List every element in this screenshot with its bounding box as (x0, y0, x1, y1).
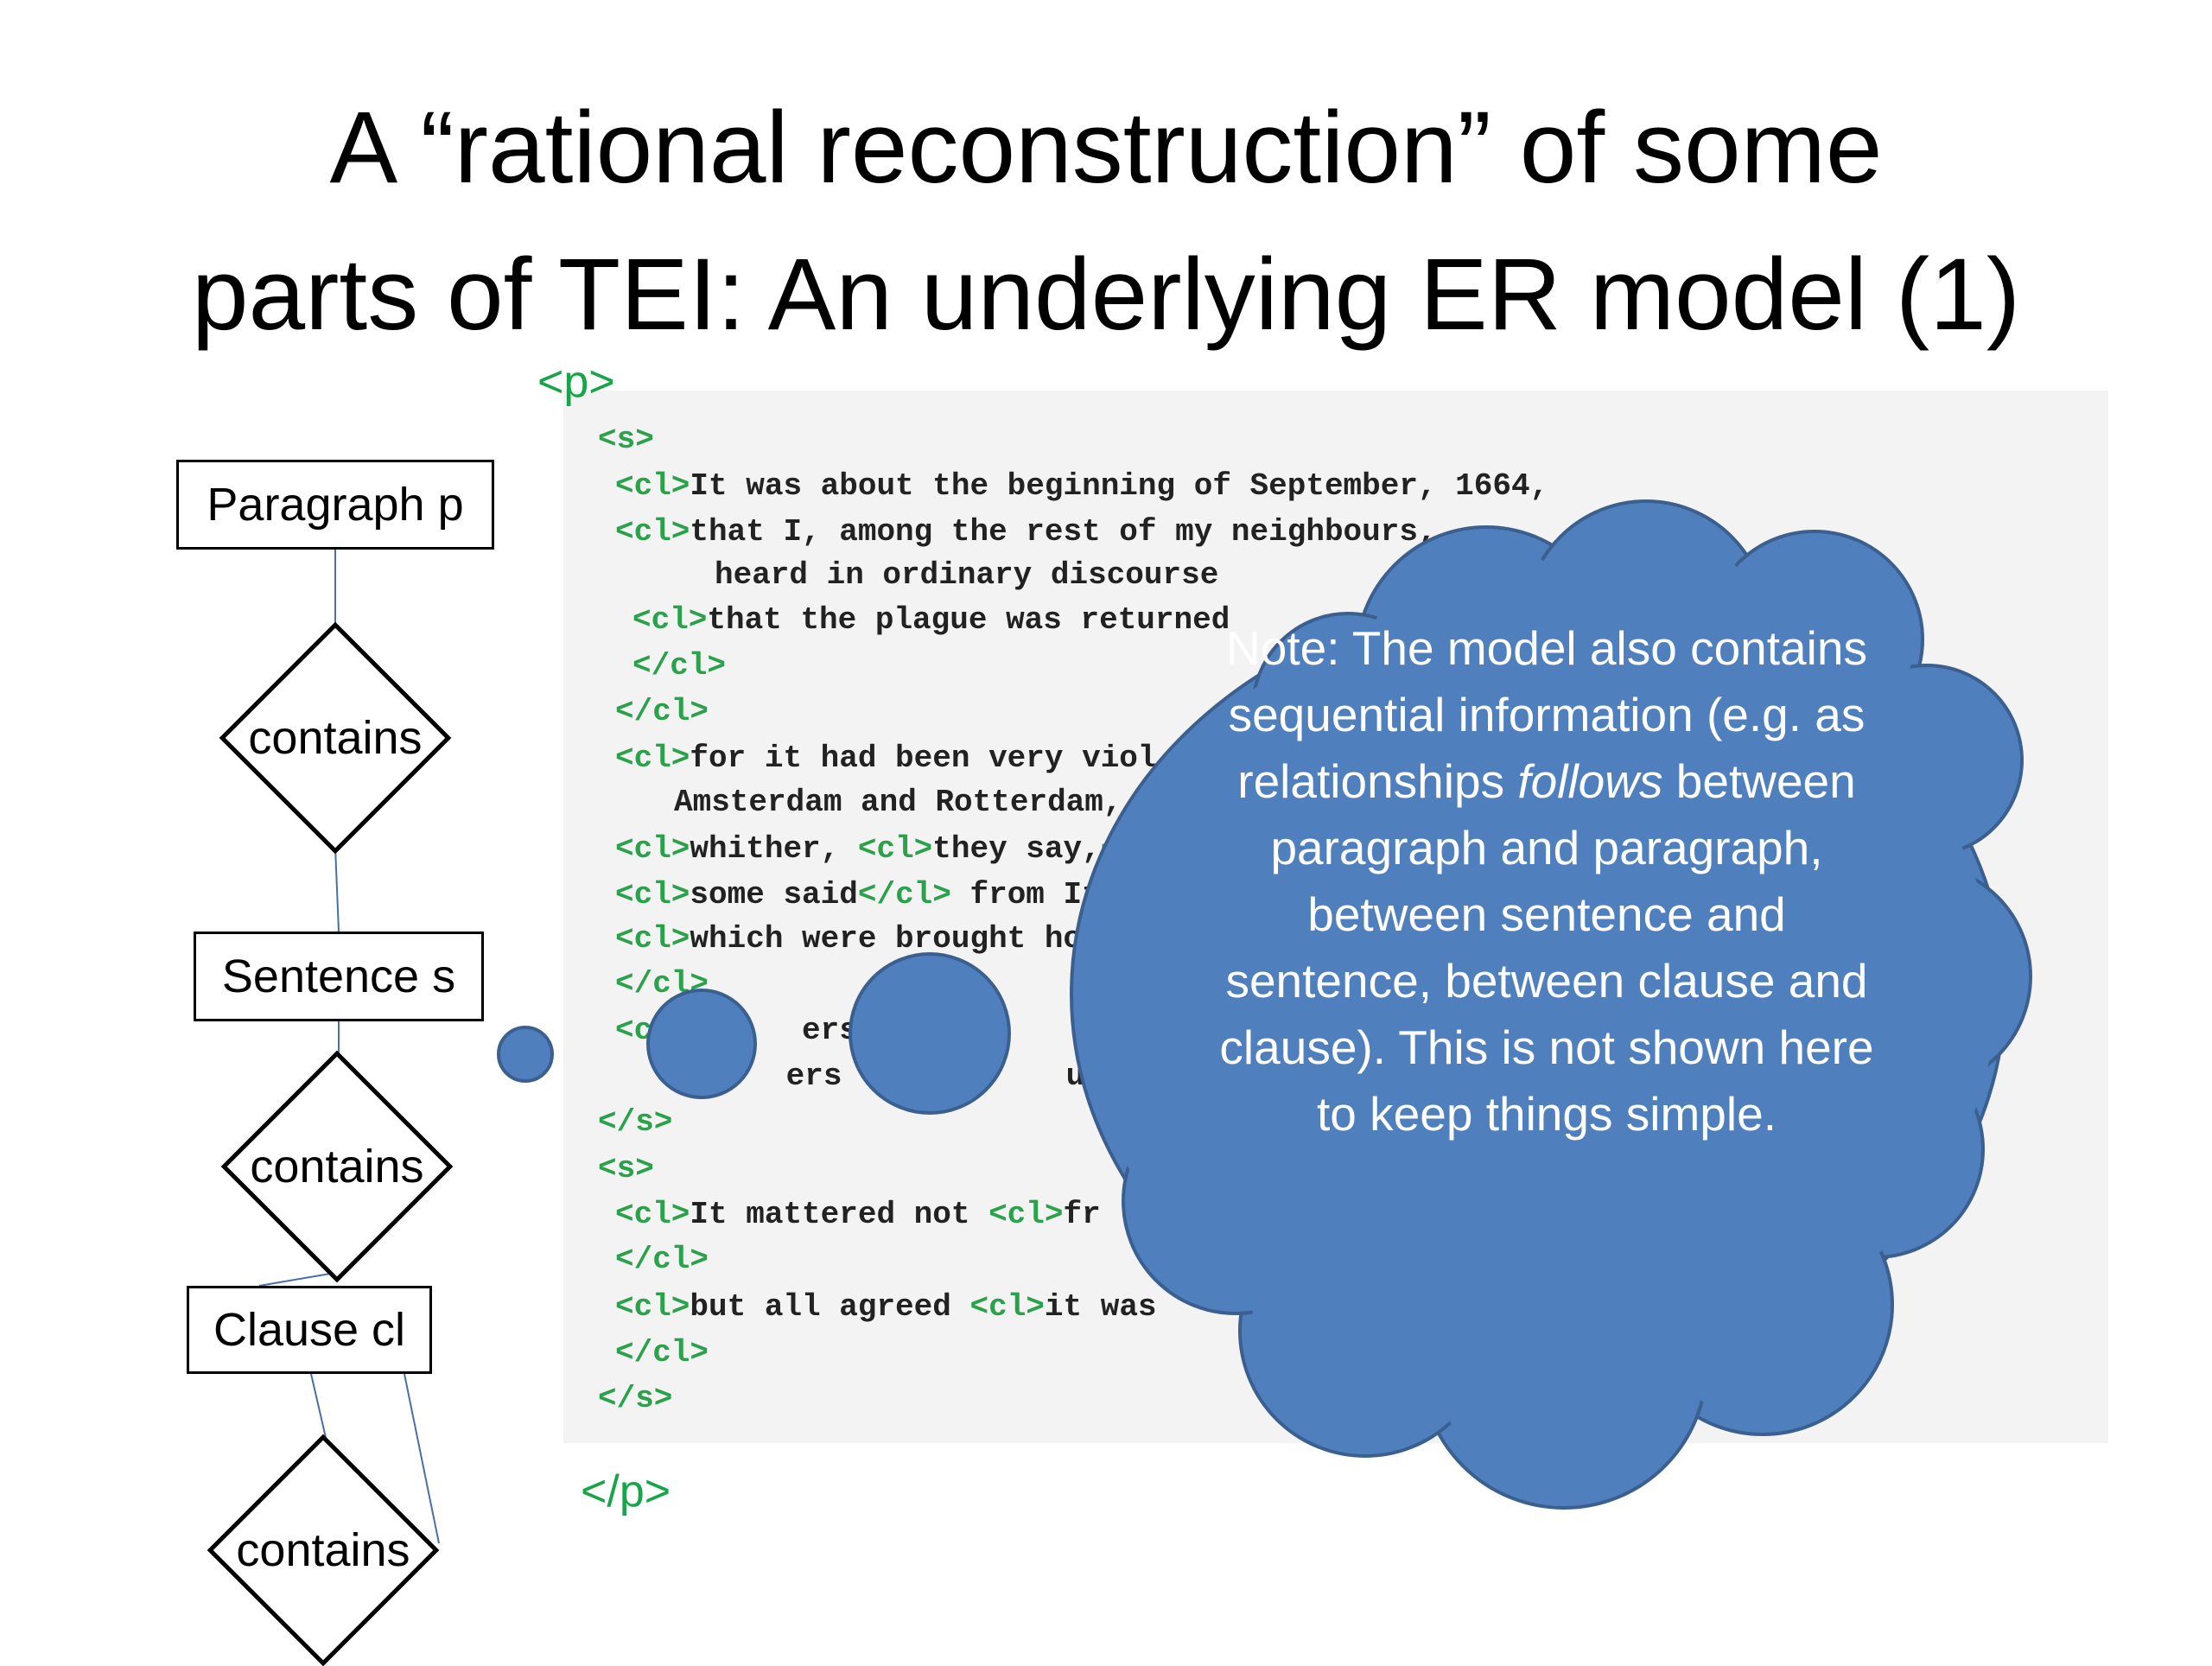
code-text: fr (1063, 1197, 1101, 1232)
code-tag: </s> (598, 1381, 673, 1416)
note-text-part-2: between paragraph and paragraph, between… (1219, 754, 1874, 1141)
relationship-contains-3-label: contains (236, 1524, 410, 1576)
code-line: <cl>It was about the beginning of Septem… (615, 468, 1548, 504)
code-line: </s> (598, 1104, 672, 1140)
code-text: It was about the beginning of September,… (690, 468, 1549, 504)
note-text-follows: follows (1517, 754, 1663, 808)
code-line: </cl> (632, 648, 726, 684)
code-line: <cl>that the plague was returned (632, 602, 1230, 638)
code-tag: <cl> (969, 1289, 1045, 1325)
cloud-bubbles (497, 952, 1011, 1115)
code-text: it was (1044, 1289, 1157, 1325)
code-line: <cl>for it had been very viol (615, 741, 1157, 776)
code-tag: <cl> (615, 1197, 690, 1232)
code-tag: </cl> (632, 648, 727, 684)
code-tag: </cl> (615, 1335, 709, 1370)
code-tag: <s> (598, 1151, 654, 1186)
code-tag: <cl> (615, 831, 690, 867)
relationship-contains-3: contains (207, 1434, 440, 1666)
p-open-tag: <p> (537, 357, 615, 407)
code-line: <cl>which were brought ho (615, 921, 1082, 957)
p-close-tag: </p> (581, 1466, 671, 1517)
relationship-contains-1-label: contains (248, 712, 423, 764)
code-text: they say, (932, 831, 1101, 867)
code-line: <s> (598, 1151, 654, 1186)
entity-clause-label: Clause cl (213, 1304, 406, 1356)
code-text: but all agreed (690, 1289, 970, 1325)
code-tag: <cl> (615, 514, 690, 550)
code-tag: </s> (598, 1104, 673, 1140)
code-line: </cl> (615, 694, 709, 729)
code-line: </cl> (615, 1242, 709, 1277)
code-tag: <c (615, 1013, 653, 1048)
entity-sentence-label: Sentence s (221, 951, 456, 1002)
code-line: <cl>that I, among the rest of my neighbo… (615, 514, 1437, 550)
title-line-2: parts of TEI: An underlying ER model (1) (191, 238, 2021, 352)
code-line: heard in ordinary discourse (715, 557, 1218, 593)
code-line: <s> (598, 422, 654, 457)
title-line-1: A “rational reconstruction” of some (329, 91, 1883, 205)
code-text: that I, among the rest of my neighbours, (690, 514, 1437, 550)
code-line: <cl>but all agreed <cl>it was (615, 1289, 1157, 1325)
code-text: whither, (690, 831, 858, 867)
code-text: for it had been very viol (690, 741, 1157, 776)
code-text: It mattered not (690, 1197, 989, 1232)
code-tag: <cl> (857, 831, 933, 867)
code-tag: <cl> (615, 741, 690, 776)
code-tag: <cl> (615, 921, 690, 957)
relationship-contains-1: contains (219, 621, 452, 855)
code-text: heard in ordinary discourse (715, 557, 1219, 593)
entity-clause: Clause cl (187, 1286, 432, 1374)
entity-paragraph: Paragraph p (176, 460, 494, 550)
relationship-contains-2: contains (220, 1050, 454, 1283)
relationship-contains-2-label: contains (250, 1141, 424, 1192)
slide-title: A “rational reconstruction” of some part… (0, 74, 2212, 368)
code-tag: </cl> (615, 694, 709, 729)
code-tag: <cl> (615, 1289, 690, 1325)
code-line: <cl>It mattered not <cl>fr (615, 1197, 1101, 1232)
code-line: <cl>whither, <cl>they say,</ (615, 831, 1138, 867)
code-text: that the plague was returned (707, 602, 1230, 638)
code-tag: <cl> (615, 468, 690, 504)
cloud-note: Note: The model also contains sequential… (1201, 615, 1892, 1148)
code-tag: <cl> (988, 1197, 1064, 1232)
code-tag: </cl> (857, 877, 951, 912)
code-tag: <s> (598, 422, 654, 457)
code-tag: </cl> (615, 1242, 709, 1277)
code-text: which were brought ho (690, 921, 1083, 957)
entity-paragraph-label: Paragraph p (207, 479, 464, 531)
code-line: </cl> (615, 1335, 709, 1370)
code-tag: <cl> (615, 877, 690, 912)
code-text: some said (690, 877, 858, 912)
entity-sentence: Sentence s (194, 932, 484, 1021)
code-tag: <cl> (632, 602, 708, 638)
note-text-part-1: Note: The model also contains sequential… (1226, 621, 1867, 808)
code-line: </s> (598, 1381, 672, 1416)
